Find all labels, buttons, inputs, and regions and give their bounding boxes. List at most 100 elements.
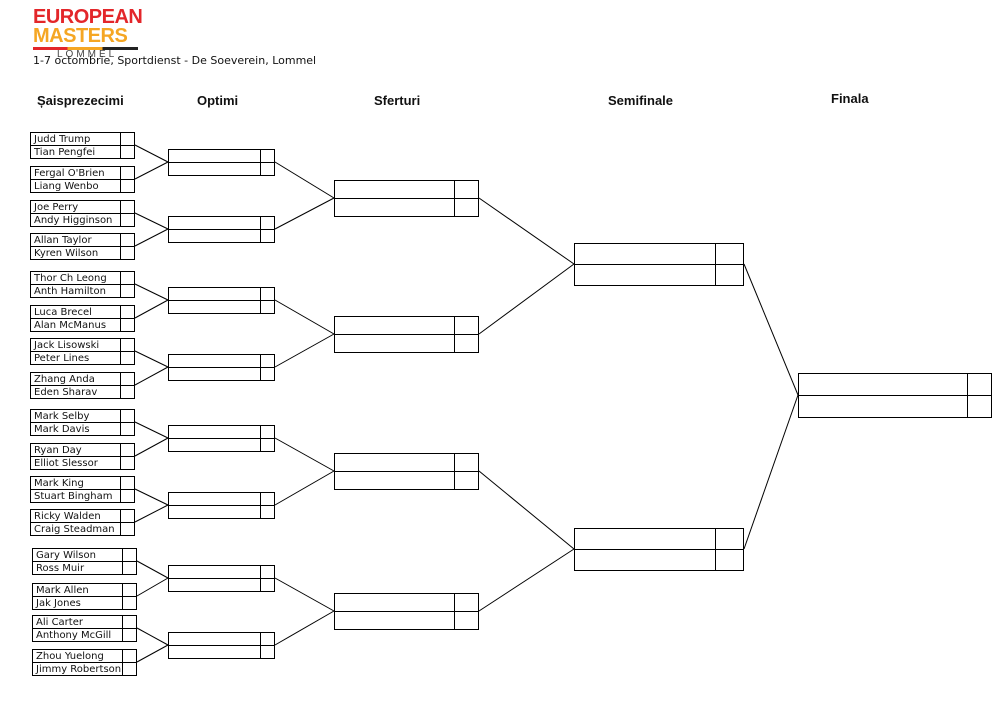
player-slot: Ricky Walden	[30, 509, 135, 523]
score-box	[715, 264, 743, 286]
connector-line	[136, 560, 169, 579]
player-slot: Allan Taylor	[30, 233, 135, 247]
score-box	[260, 367, 274, 381]
score-box	[454, 198, 478, 217]
optimi-slot	[168, 645, 275, 659]
player-slot: Peter Lines	[30, 351, 135, 365]
logo-line-2: MASTERS	[33, 25, 128, 47]
player-name: Allan Taylor	[34, 235, 92, 246]
player-name: Mark King	[34, 478, 84, 489]
connector-line	[134, 421, 169, 439]
score-box	[122, 628, 136, 642]
player-slot: Liang Wenbo	[30, 179, 135, 193]
logo-line-3: LOMMEL	[57, 49, 118, 60]
connector-line	[743, 263, 799, 396]
score-box	[120, 179, 134, 193]
connector-line	[136, 627, 169, 646]
optimi-slot	[168, 425, 275, 439]
optimi-slot	[168, 149, 275, 163]
score-box	[260, 287, 274, 301]
player-slot: Jimmy Robertson	[32, 662, 137, 676]
connector-line	[274, 610, 335, 646]
sferturi-slot	[334, 611, 479, 630]
round-header-r2: Optimi	[197, 93, 239, 108]
connector-line	[134, 488, 169, 506]
player-slot: Joe Perry	[30, 200, 135, 214]
score-box	[120, 489, 134, 503]
score-box	[120, 351, 134, 365]
score-box	[260, 216, 274, 230]
optimi-slot	[168, 300, 275, 314]
player-name: Fergal O'Brien	[34, 168, 105, 179]
connector-line	[274, 197, 335, 230]
connector-line	[478, 197, 575, 265]
score-box	[260, 425, 274, 439]
event-subtitle: 1-7 octombrie, Sportdienst - De Soeverei…	[33, 54, 317, 67]
sferturi-slot	[334, 198, 479, 217]
player-slot: Gary Wilson	[32, 548, 137, 562]
player-name: Alan McManus	[34, 320, 107, 331]
score-box	[120, 145, 134, 159]
player-slot: Anthony McGill	[32, 628, 137, 642]
player-slot: Anth Hamilton	[30, 284, 135, 298]
score-box	[260, 578, 274, 592]
player-slot: Kyren Wilson	[30, 246, 135, 260]
semifinal-slot	[574, 549, 744, 571]
score-box	[260, 438, 274, 452]
semifinal-slot	[574, 243, 744, 265]
player-name: Andy Higginson	[34, 215, 113, 226]
logo-line-1: EUROPEAN	[33, 6, 143, 28]
score-box	[120, 456, 134, 470]
player-name: Tian Pengfei	[34, 147, 96, 158]
player-slot: Tian Pengfei	[30, 145, 135, 159]
connector-line	[134, 283, 169, 301]
connector-line	[274, 333, 335, 368]
optimi-slot	[168, 229, 275, 243]
score-box	[120, 132, 134, 146]
connector-line	[134, 228, 169, 247]
connector-line	[134, 366, 169, 386]
connector-line	[136, 577, 169, 597]
optimi-slot	[168, 162, 275, 176]
connector-line	[134, 350, 169, 368]
optimi-slot	[168, 578, 275, 592]
score-box	[260, 492, 274, 506]
optimi-slot	[168, 632, 275, 646]
score-box	[260, 162, 274, 176]
event-logo: EUROPEAN MASTERS LOMMEL	[33, 6, 143, 60]
score-box	[120, 246, 134, 260]
final-slot	[798, 395, 992, 418]
optimi-slot	[168, 505, 275, 519]
score-box	[122, 548, 136, 562]
player-slot: Zhou Yuelong	[32, 649, 137, 663]
connector-line	[743, 394, 799, 550]
player-slot: Alan McManus	[30, 318, 135, 332]
score-box	[120, 213, 134, 227]
score-box	[120, 372, 134, 386]
player-slot: Zhang Anda	[30, 372, 135, 386]
optimi-slot	[168, 216, 275, 230]
connector-line	[134, 161, 169, 180]
score-box	[120, 271, 134, 285]
score-box	[967, 373, 991, 396]
player-name: Ryan Day	[34, 445, 82, 456]
connector-line	[274, 577, 335, 612]
player-slot: Mark Davis	[30, 422, 135, 436]
score-box	[260, 229, 274, 243]
score-box	[260, 505, 274, 519]
score-box	[454, 180, 478, 199]
sferturi-slot	[334, 471, 479, 490]
score-box	[454, 611, 478, 630]
player-slot: Luca Brecel	[30, 305, 135, 319]
player-slot: Ryan Day	[30, 443, 135, 457]
connector-line	[134, 299, 169, 319]
score-box	[260, 632, 274, 646]
score-box	[454, 593, 478, 612]
semifinal-slot	[574, 528, 744, 550]
player-name: Mark Selby	[34, 411, 90, 422]
player-name: Craig Steadman	[34, 524, 115, 535]
score-box	[122, 583, 136, 597]
player-slot: Mark Selby	[30, 409, 135, 423]
score-box	[120, 233, 134, 247]
connector-line	[274, 437, 335, 472]
